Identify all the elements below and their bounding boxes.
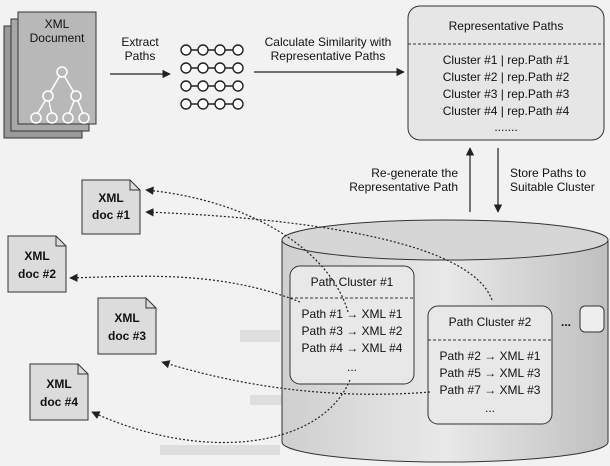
more-clusters-ellipsis: ... [561, 315, 571, 329]
cluster-doc-links [69, 186, 493, 444]
link-cluster1-to-doc2 [69, 273, 301, 303]
xml-doc-4: XML doc #4 [29, 363, 89, 421]
next-cluster-box [579, 305, 605, 333]
link-cluster2-to-doc3 [161, 360, 431, 395]
path-cluster-1-row: Path #1 → XML #1 [302, 307, 403, 321]
path-cluster-2-row: Path #2 → XML #1 [440, 349, 541, 363]
path-cluster-1: Path Cluster #1 Path #1 → XML #1 Path #3… [289, 265, 415, 385]
path-cluster-2-row: Path #5 → XML #3 [440, 366, 541, 380]
path-cluster-1-row: Path #3 → XML #2 [302, 324, 403, 338]
representative-paths-box: Representative Paths Cluster #1 | rep.Pa… [407, 5, 605, 141]
representative-path-row: Cluster #4 | rep.Path #4 [443, 104, 570, 118]
extract-paths-label-1: Extract [121, 35, 159, 49]
path-cluster-2-title: Path Cluster #2 [449, 315, 532, 329]
link-cluster2-to-doc1 [145, 208, 493, 301]
xml-doc-4-label-1: XML [46, 377, 71, 391]
xml-doc-3-label-1: XML [114, 311, 139, 325]
store-label-2: Suitable Cluster [510, 180, 595, 194]
calculate-label-2: Representative Paths [271, 49, 386, 63]
xml-document-stack: XML Document [3, 11, 97, 139]
link-cluster1-to-doc4 [91, 379, 351, 444]
representative-path-row: Cluster #2 | rep.Path #2 [443, 70, 570, 84]
xml-document-label-2: Document [30, 31, 85, 45]
representative-path-row: Cluster #3 | rep.Path #3 [443, 87, 570, 101]
regenerate-label-1: Re-generate the [371, 166, 458, 180]
representative-path-row: Cluster #1 | rep.Path #1 [443, 53, 570, 67]
xml-doc-2-label-1: XML [24, 249, 49, 263]
calculate-label-1: Calculate Similarity with [265, 35, 392, 49]
xml-doc-1-label-1: XML [98, 191, 123, 205]
representative-paths-title: Representative Paths [449, 19, 564, 33]
extract-paths-label-2: Paths [125, 49, 156, 63]
path-cluster-2: Path Cluster #2 Path #2 → XML #1 Path #5… [427, 305, 553, 425]
xml-doc-3-label-2: doc #3 [108, 329, 146, 343]
path-cluster-1-row: Path #4 → XML #4 [302, 341, 403, 355]
xml-tree-icon [30, 66, 90, 124]
xml-doc-2-label-2: doc #2 [18, 267, 56, 281]
xml-doc-1: XML doc #1 [81, 179, 141, 235]
link-cluster1-to-doc1 [145, 186, 349, 313]
xml-document-label-1: XML [45, 17, 70, 31]
regenerate-label-2: Representative Path [349, 180, 458, 194]
path-cluster-2-row: Path #7 → XML #3 [440, 383, 541, 397]
xml-doc-1-label-2: doc #1 [92, 208, 130, 222]
xml-doc-3: XML doc #3 [97, 297, 157, 355]
representative-path-ellipsis: ....... [494, 120, 517, 134]
xml-doc-2: XML doc #2 [7, 235, 67, 293]
xml-doc-4-label-2: doc #4 [40, 395, 78, 409]
path-cluster-1-title: Path Cluster #1 [311, 275, 394, 289]
path-cluster-1-ellipsis: ... [347, 360, 357, 374]
path-cluster-2-ellipsis: ... [485, 401, 495, 415]
store-label-1: Store Paths to [510, 166, 586, 180]
path-chains-icon [180, 44, 244, 110]
